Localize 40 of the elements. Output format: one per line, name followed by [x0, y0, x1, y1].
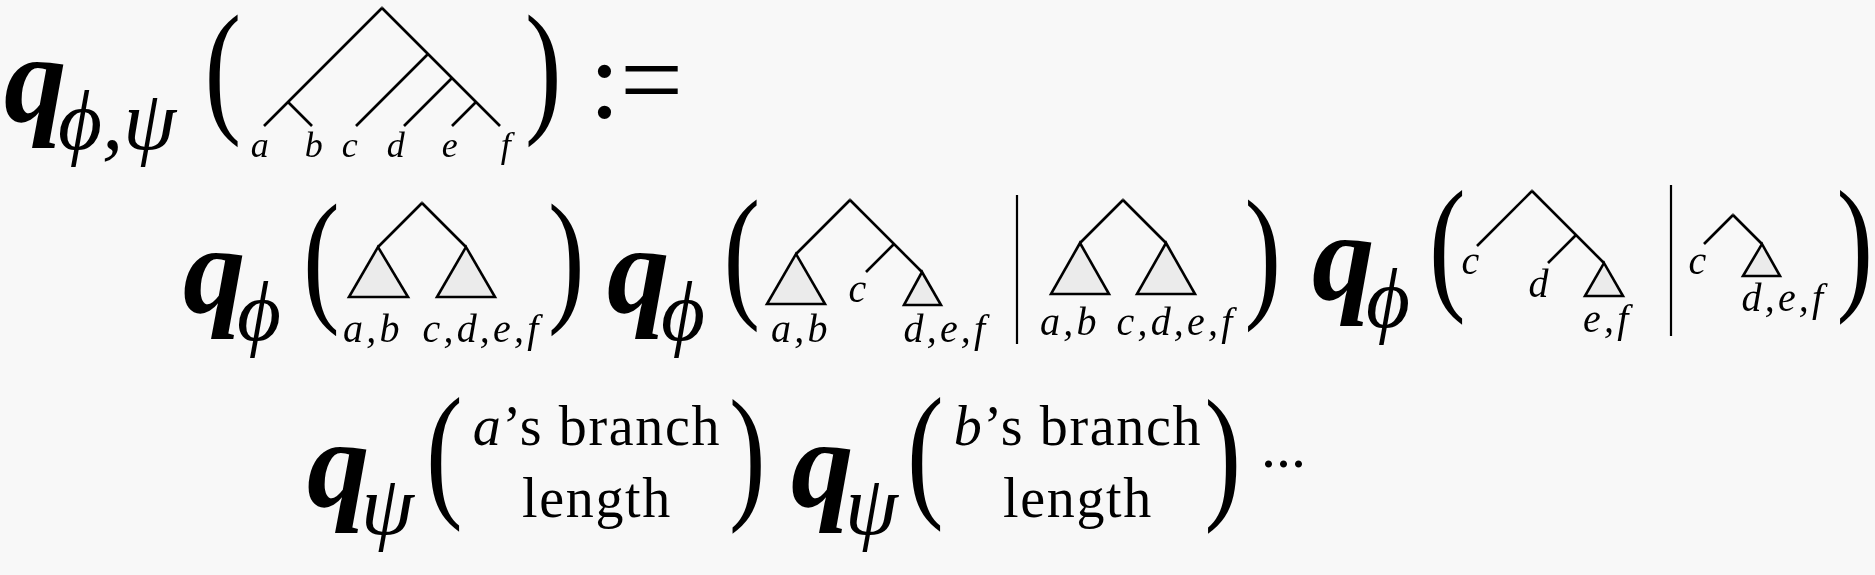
- distribution-symbol: q$_{ϕ,ψ}$: [4, 17, 179, 170]
- right-parenthesis: ): [1207, 398, 1237, 535]
- leaf-label: a: [249, 124, 273, 168]
- distribution-symbol: q$_{ϕ}$: [1312, 195, 1411, 348]
- left-parenthesis: (: [307, 202, 337, 337]
- right-parenthesis: ): [551, 202, 580, 337]
- distribution-symbol: q$_{ϕ}$: [183, 208, 282, 361]
- definition-symbol: :=: [589, 23, 684, 136]
- right-parenthesis: ): [732, 398, 761, 535]
- leaf-label: a,b: [1039, 297, 1101, 346]
- left-parenthesis: (: [911, 396, 941, 533]
- leaf-label: d,e,f: [902, 304, 991, 353]
- leaf-label: c: [1461, 237, 1484, 283]
- ellipsis: ...: [1261, 416, 1306, 477]
- leaf-label: d: [1527, 259, 1553, 308]
- leaf-label: d,e,f: [1740, 273, 1829, 322]
- leaf-label: b: [303, 124, 327, 168]
- leaf-label: a,b: [342, 304, 404, 353]
- leaf-label: c,d,e,f: [1115, 297, 1238, 346]
- left-parenthesis: (: [208, 13, 239, 148]
- leaf-label: e: [440, 124, 462, 168]
- distribution-symbol: q$_{ψ}$: [791, 402, 900, 555]
- right-parenthesis: ): [1247, 199, 1277, 333]
- distribution-symbol: q$_{ϕ}$: [607, 208, 706, 361]
- right-parenthesis: ): [528, 13, 557, 148]
- leaf-label: c: [340, 124, 362, 168]
- right-parenthesis: ): [1839, 189, 1869, 325]
- argument-text: a’s branch length: [471, 394, 723, 532]
- leaf-label: e,f: [1582, 294, 1634, 343]
- leaf-label: a,b: [770, 304, 832, 353]
- leaf-label: c: [847, 264, 871, 313]
- argument-text: b’s branch length: [952, 394, 1204, 532]
- left-parenthesis: (: [430, 396, 460, 533]
- distribution-symbol: q$_{ψ}$: [307, 402, 416, 555]
- leaf-label: c: [1687, 236, 1711, 285]
- leaf-label: d: [385, 124, 409, 168]
- leaf-label: c,d,e,f: [421, 304, 544, 353]
- left-parenthesis: (: [1433, 189, 1463, 325]
- leaf-label: f: [499, 124, 516, 168]
- left-parenthesis: (: [727, 199, 758, 333]
